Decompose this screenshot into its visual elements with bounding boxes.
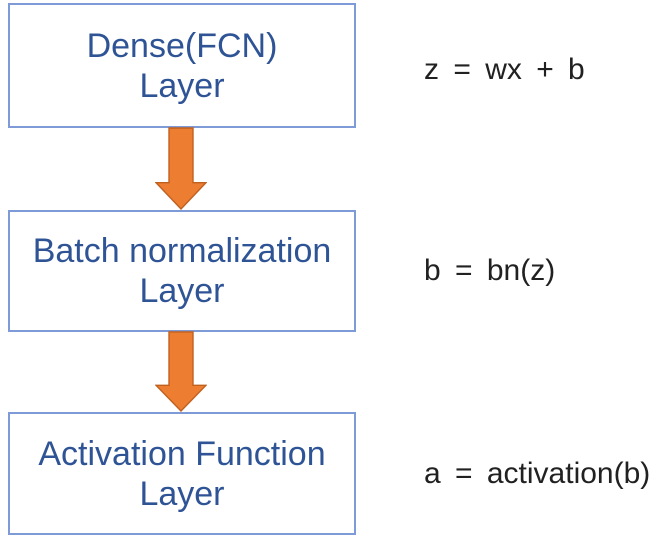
node-label-line2: Layer [139,272,225,310]
down-block-arrow-icon [155,127,207,210]
node-label-line1: Batch normalization [32,232,332,270]
node-batch-normalization-layer: Batch normalization Layer [8,210,356,332]
node-dense-fcn-layer: Dense(FCN) Layer [8,3,356,128]
node-dense-fcn-layer-label: Dense(FCN) Layer [87,26,278,106]
node-activation-function-layer-label: Activation Function Layer [38,434,325,514]
node-batch-normalization-layer-label: Batch normalization Layer [33,231,332,311]
node-activation-function-layer: Activation Function Layer [8,412,356,535]
equation-activation-function: a = activation(b) [424,457,651,490]
node-label-line2: Layer [139,474,225,513]
equation-dense-layer: z = wx + b [424,53,585,86]
down-block-arrow-icon [155,331,207,412]
node-label-line1: Activation Function [38,434,326,473]
equation-batch-normalization: b = bn(z) [424,254,556,287]
node-label-line2: Layer [139,66,225,105]
node-label-line1: Dense(FCN) [86,26,278,65]
